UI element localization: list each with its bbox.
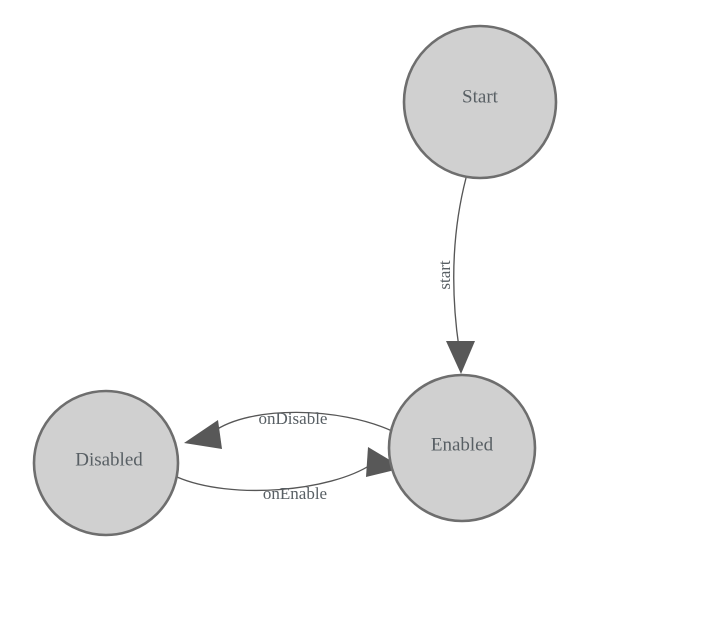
transition-label-ondisable: onDisable: [259, 409, 328, 428]
state-node-label-start: Start: [462, 86, 499, 107]
state-node-disabled[interactable]: Disabled: [32, 389, 180, 537]
state-node-shape: [387, 373, 537, 523]
transition-edge-line: [176, 463, 373, 492]
state-node-label-disabled: Disabled: [75, 449, 143, 470]
arrowhead-icon: [446, 341, 475, 374]
arrowhead-icon: [184, 420, 222, 449]
transition-edge-line: [212, 411, 393, 433]
transition-enabled-to-disabled[interactable]: onDisable: [184, 409, 393, 449]
transition-disabled-to-enabled[interactable]: onEnable: [176, 447, 403, 503]
transition-label-start: start: [435, 260, 454, 290]
state-node-shape: [402, 24, 558, 180]
state-node-label-enabled: Enabled: [431, 434, 494, 455]
transition-label-onenable: onEnable: [263, 484, 327, 503]
transition-start-to-enabled[interactable]: start: [435, 177, 475, 374]
state-node-shape: [32, 389, 180, 537]
transition-edge-line: [453, 177, 467, 349]
state-node-start[interactable]: Start: [402, 24, 558, 180]
state-node-enabled[interactable]: Enabled: [387, 373, 537, 523]
